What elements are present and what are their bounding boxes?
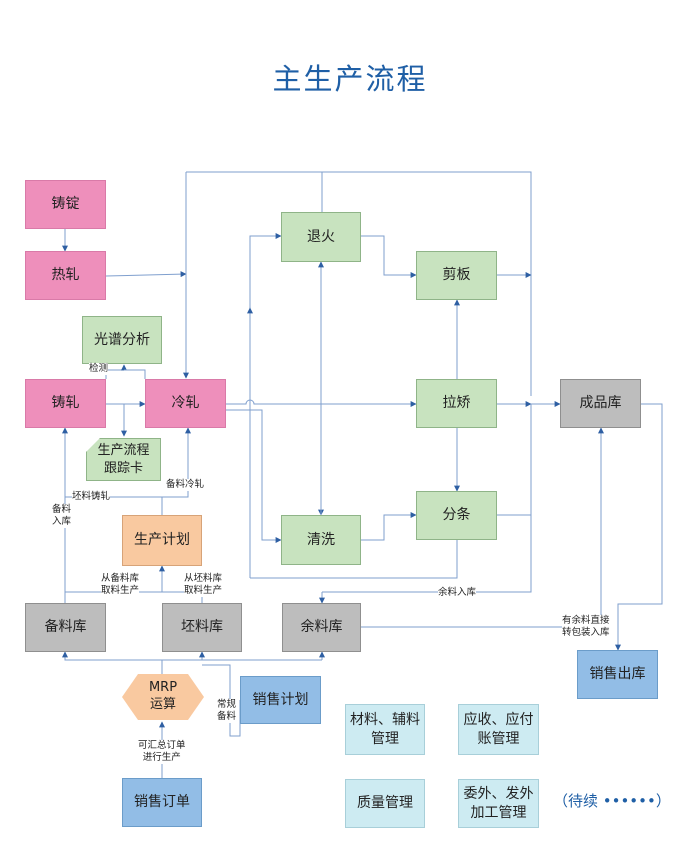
edge-lengzha-qingxi (226, 409, 282, 543)
label-congbeiliaoku: 从备料库 取料生产 (101, 573, 140, 597)
node-lengzha: 冷轧 (145, 379, 226, 428)
edge-top-frame (186, 171, 532, 396)
node-xiaoshouchuku: 销售出库 (577, 650, 658, 699)
edge-right-frame-lower (322, 404, 532, 593)
node-shengchanjihua: 生产计划 (122, 515, 202, 566)
label-congpiliaoku: 从坯料库 取料生产 (184, 573, 223, 597)
edge-zhuzha-guangpu (105, 364, 127, 379)
node-mrp-label: MRP 运算 (148, 680, 178, 712)
module-yingshou: 应收、应付 账管理 (458, 704, 539, 755)
module-weiwai: 委外、发外 加工管理 (458, 779, 539, 828)
label-changgui: 常规 备料 (217, 699, 237, 723)
label-kehuizong: 可汇总订单 进行生产 (138, 740, 186, 764)
label-beiliaoruku: 备料 入库 (52, 504, 72, 528)
node-beiliaoku: 备料库 (25, 603, 106, 652)
label-beiliaolengzha: 备料冷轧 (166, 479, 205, 491)
edge-mrp-beiliao (62, 651, 322, 661)
node-rezha: 热轧 (25, 251, 106, 300)
edge-fentiao-bottom (250, 540, 458, 579)
label-jiance: 检测 (89, 363, 109, 375)
node-piliaoku: 坯料库 (162, 603, 242, 652)
edge-tuihuo-jianban (361, 235, 417, 278)
label-yuliaoruku: 余料入库 (438, 587, 477, 599)
node-qingxi: 清洗 (281, 515, 361, 565)
node-tuihuo: 退火 (281, 212, 361, 262)
edge-lengzha-guangpu (124, 369, 146, 379)
node-mrp: MRP 运算 (122, 674, 204, 720)
node-guangpu: 光谱分析 (82, 316, 162, 364)
node-xiaoshoudingdan: 销售订单 (122, 778, 202, 827)
node-yuliaoku: 余料库 (282, 603, 361, 652)
edge-plan-piliao (202, 664, 241, 737)
node-fentiao: 分条 (416, 491, 497, 540)
to-be-continued: （待续 ••••••） (553, 792, 671, 810)
label-piliaozhuzha: 坯料铸轧 (72, 491, 111, 503)
node-lajiao: 拉矫 (416, 379, 497, 428)
edge-zhuzha-card (106, 403, 127, 437)
edge-qingxi-fentiao (361, 512, 417, 541)
module-zhiliang: 质量管理 (345, 779, 425, 828)
edge-left-frame (249, 233, 282, 578)
node-xiaoshoujihua: 销售计划 (240, 676, 321, 724)
edge-chengpin-xiaoshou (615, 403, 663, 651)
label-youyuliao: 有余料直接 转包装入库 (562, 615, 610, 639)
edge-plan-lengzha (162, 427, 191, 498)
page-title: 主生产流程 (272, 62, 428, 96)
node-zhuding: 铸锭 (25, 180, 106, 229)
node-jianban: 剪板 (416, 251, 497, 300)
node-chengpinku: 成品库 (560, 379, 641, 428)
node-genzong-card-label: 生产流程 跟踪卡 (97, 442, 150, 476)
edge-rezha-right (105, 271, 187, 278)
node-zhuzha: 铸轧 (25, 379, 106, 428)
node-genzong-card: 生产流程 跟踪卡 (86, 438, 161, 481)
module-cailiao: 材料、辅料 管理 (345, 704, 425, 755)
